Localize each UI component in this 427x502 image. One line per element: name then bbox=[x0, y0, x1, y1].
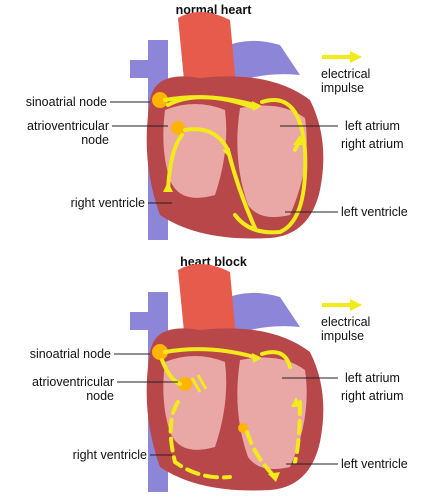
leader-lines bbox=[114, 353, 338, 465]
label-atrioventricular-node: atrioventricular node bbox=[32, 375, 114, 403]
atrioventricular-node bbox=[178, 377, 192, 391]
arrow-path-dashed bbox=[168, 400, 232, 480]
sinoatrial-node bbox=[152, 92, 168, 108]
vein-branch bbox=[130, 60, 165, 78]
arrow-path bbox=[260, 350, 292, 369]
label-left-atrium: left atrium bbox=[345, 371, 400, 385]
legend-label: electrical impulse bbox=[321, 67, 371, 95]
arrow-heads bbox=[252, 353, 301, 482]
vein-branch bbox=[130, 312, 165, 330]
aorta bbox=[178, 263, 236, 342]
arrow-head bbox=[291, 397, 301, 407]
left-chamber bbox=[237, 105, 307, 218]
label-right-ventricle: right ventricle bbox=[72, 448, 147, 462]
arrow-head bbox=[163, 182, 173, 192]
leader-lines bbox=[110, 101, 338, 213]
arrow-head bbox=[222, 148, 230, 158]
right-chamber bbox=[163, 356, 227, 450]
arrow-head bbox=[293, 135, 305, 145]
legend-label: electrical impulse bbox=[321, 315, 371, 343]
arrow-path-dashed bbox=[293, 400, 302, 464]
label-left-ventricle: left ventricle bbox=[341, 205, 408, 219]
arrow-path bbox=[163, 347, 260, 360]
sinoatrial-node bbox=[152, 344, 168, 360]
label-atrioventricular-node: atrioventricular node bbox=[27, 119, 109, 147]
arrow-heads bbox=[163, 101, 305, 192]
ectopic-focus bbox=[238, 423, 248, 433]
heart-block-panel: heart block bbox=[0, 252, 427, 502]
arrow-head bbox=[252, 353, 262, 363]
label-right-atrium: right atrium bbox=[341, 389, 404, 403]
block-marks bbox=[190, 374, 208, 393]
arrow-path bbox=[160, 358, 182, 386]
arrow-head bbox=[252, 101, 262, 111]
label-right-atrium: right atrium bbox=[341, 137, 404, 151]
label-sinoatrial-node: sinoatrial node bbox=[25, 95, 107, 109]
heart-block-illustration bbox=[114, 263, 362, 492]
label-left-ventricle: left ventricle bbox=[341, 457, 408, 471]
arrow-path bbox=[233, 98, 308, 235]
label-left-atrium: left atrium bbox=[345, 119, 400, 133]
arrow-path bbox=[166, 95, 257, 110]
aorta bbox=[178, 11, 236, 90]
atrioventricular-node bbox=[171, 121, 185, 135]
normal-heart-panel: normal heart bbox=[0, 0, 427, 250]
label-right-ventricle: right ventricle bbox=[70, 196, 145, 210]
left-chamber bbox=[237, 357, 307, 470]
legend-arrow-icon bbox=[322, 299, 362, 311]
arrow-head bbox=[268, 472, 280, 482]
label-sinoatrial-node: sinoatrial node bbox=[29, 347, 111, 361]
legend-arrow-icon bbox=[322, 51, 362, 63]
normal-heart-illustration bbox=[110, 11, 362, 240]
